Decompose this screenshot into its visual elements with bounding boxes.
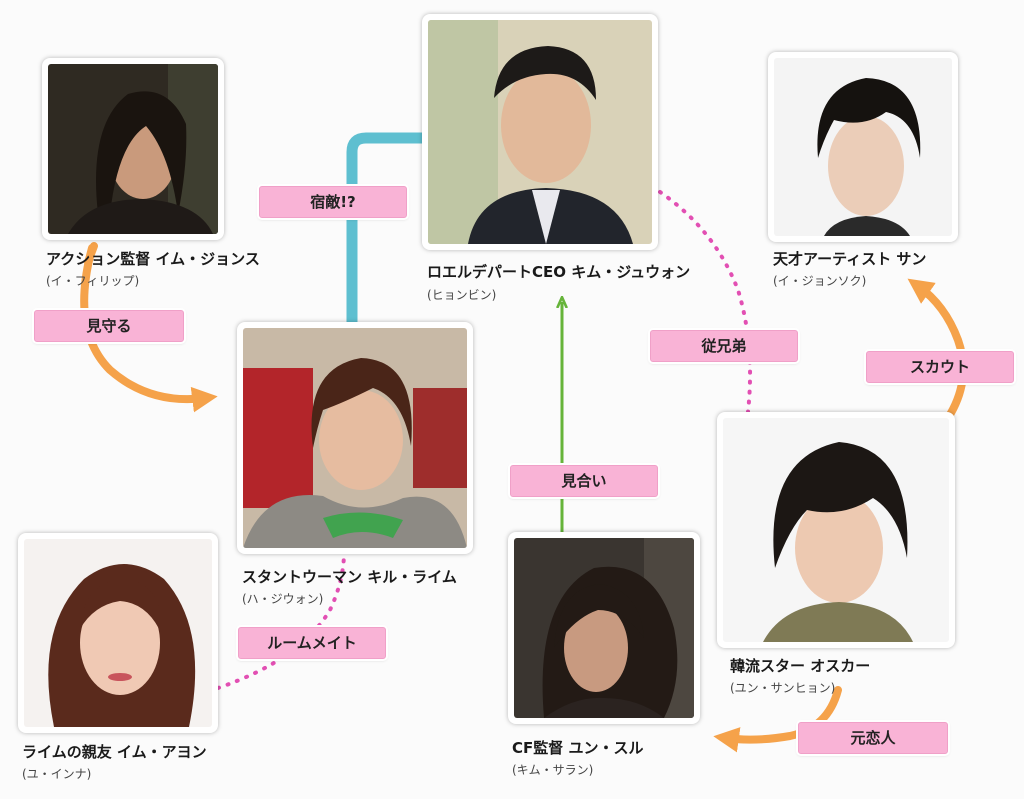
actor-kim-juwon: (ヒョンビン) xyxy=(427,288,497,302)
portrait-im-ayon xyxy=(18,533,218,733)
watch-arrow-start xyxy=(84,242,98,266)
tag-watch: 見守る xyxy=(34,310,184,342)
ex-arrow xyxy=(713,686,842,753)
watch-arrow xyxy=(80,244,218,413)
scout-arrow xyxy=(907,278,968,422)
cousin-line xyxy=(658,190,752,414)
tag-roommate: ルームメイト xyxy=(238,627,386,659)
portrait-san xyxy=(768,52,958,242)
tag-rival: 宿敵!? xyxy=(259,186,407,218)
portrait-kil-raimu xyxy=(237,322,473,554)
name-im-jonsu: アクション監督 イム・ジョンス xyxy=(46,250,260,268)
photo-im-ayon xyxy=(24,539,212,727)
portrait-im-jonsu xyxy=(42,58,224,240)
roommate-line xyxy=(216,550,346,690)
actor-oscar: (ユン・サンヒョン) xyxy=(730,681,836,695)
portrait-kim-juwon xyxy=(422,14,658,250)
actor-kil-raimu: (ハ・ジウォン) xyxy=(242,592,324,606)
tag-scout: スカウト xyxy=(866,351,1014,383)
rival-line xyxy=(346,132,430,322)
tag-ex: 元恋人 xyxy=(798,722,948,754)
name-yun-suru: CF監督 ユン・スル xyxy=(512,739,644,757)
tag-miai: 見合い xyxy=(510,465,658,497)
photo-oscar xyxy=(723,418,949,642)
name-kil-raimu: スタントウーマン キル・ライム xyxy=(242,568,457,586)
portrait-oscar xyxy=(717,412,955,648)
photo-kim-juwon xyxy=(428,20,652,244)
actor-yun-suru: (キム・サラン) xyxy=(512,763,594,777)
photo-kil-raimu xyxy=(243,328,467,548)
photo-im-jonsu xyxy=(48,64,218,234)
name-oscar: 韓流スター オスカー xyxy=(730,657,871,675)
name-kim-juwon: ロエルデパートCEO キム・ジュウォン xyxy=(427,263,691,281)
actor-san: (イ・ジョンソク) xyxy=(773,274,867,288)
portrait-yun-suru xyxy=(508,532,700,724)
tag-cousin: 従兄弟 xyxy=(650,330,798,362)
actor-im-jonsu: (イ・フィリップ) xyxy=(46,274,140,288)
name-im-ayon: ライムの親友 イム・アヨン xyxy=(22,743,207,761)
photo-san xyxy=(774,58,952,236)
name-san: 天才アーティスト サン xyxy=(773,250,927,268)
photo-yun-suru xyxy=(514,538,694,718)
actor-im-ayon: (ユ・インナ) xyxy=(22,767,92,781)
